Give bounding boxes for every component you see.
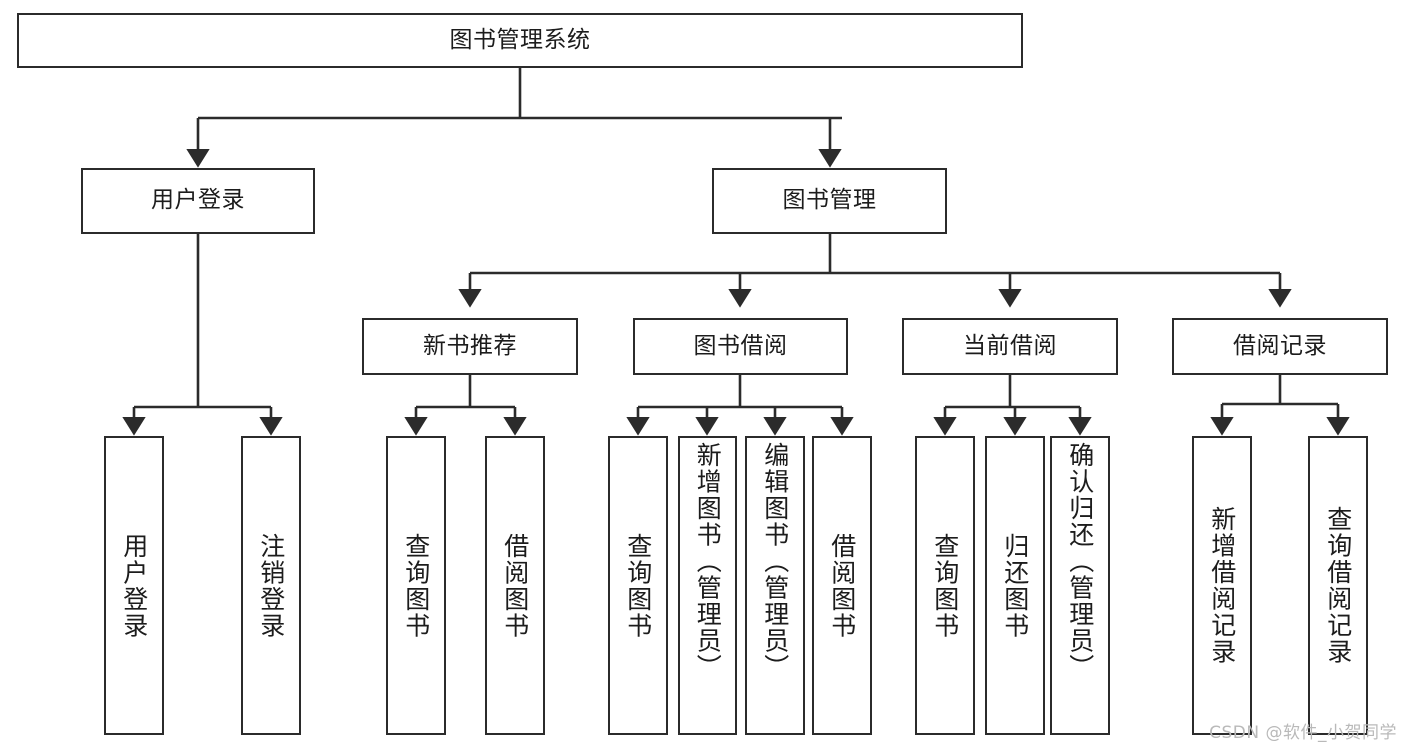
node-leaf-add-book[interactable]: 新增图书（管理员）: [678, 436, 737, 735]
node-leaf-query-book-3-label: 查询图书: [930, 532, 960, 639]
node-borrow-record-label: 借阅记录: [1233, 332, 1327, 359]
node-leaf-logout-label: 注销登录: [256, 532, 286, 639]
node-book-manage[interactable]: 图书管理: [712, 168, 947, 234]
node-current-borrow-label: 当前借阅: [963, 332, 1057, 359]
node-user-login-label: 用户登录: [151, 187, 245, 214]
node-leaf-query-book-1-label: 查询图书: [401, 532, 431, 639]
node-new-book-recommend-label: 新书推荐: [423, 332, 517, 359]
node-root[interactable]: 图书管理系统: [17, 13, 1023, 68]
node-leaf-user-login[interactable]: 用户登录: [104, 436, 164, 735]
node-leaf-borrow-book-1[interactable]: 借阅图书: [485, 436, 545, 735]
node-leaf-query-book-2-label: 查询图书: [623, 532, 653, 639]
watermark-text: CSDN @软件_小贺同学: [1209, 723, 1397, 743]
node-current-borrow[interactable]: 当前借阅: [902, 318, 1118, 375]
node-leaf-borrow-book-2[interactable]: 借阅图书: [812, 436, 872, 735]
node-leaf-query-book-3[interactable]: 查询图书: [915, 436, 975, 735]
node-leaf-confirm-return[interactable]: 确认归还（管理员）: [1050, 436, 1110, 735]
node-user-login[interactable]: 用户登录: [81, 168, 315, 234]
node-leaf-return-book-label: 归还图书: [1000, 532, 1030, 639]
node-borrow-record[interactable]: 借阅记录: [1172, 318, 1388, 375]
node-leaf-confirm-return-label: 确认归还（管理员）: [1065, 442, 1095, 681]
node-leaf-add-record-label: 新增借阅记录: [1207, 506, 1237, 665]
node-leaf-query-record-label: 查询借阅记录: [1323, 506, 1353, 665]
node-leaf-logout[interactable]: 注销登录: [241, 436, 301, 735]
node-new-book-recommend[interactable]: 新书推荐: [362, 318, 578, 375]
node-book-borrow[interactable]: 图书借阅: [633, 318, 848, 375]
node-root-label: 图书管理系统: [449, 26, 591, 53]
node-leaf-return-book[interactable]: 归还图书: [985, 436, 1045, 735]
node-leaf-add-book-label: 新增图书（管理员）: [693, 442, 723, 681]
node-leaf-query-book-1[interactable]: 查询图书: [386, 436, 446, 735]
node-leaf-query-book-2[interactable]: 查询图书: [608, 436, 668, 735]
node-leaf-borrow-book-1-label: 借阅图书: [500, 532, 530, 639]
node-leaf-edit-book-label: 编辑图书（管理员）: [760, 442, 790, 681]
node-book-manage-label: 图书管理: [782, 187, 877, 214]
node-leaf-edit-book[interactable]: 编辑图书（管理员）: [745, 436, 805, 735]
node-leaf-user-login-label: 用户登录: [119, 532, 149, 639]
node-leaf-borrow-book-2-label: 借阅图书: [827, 532, 857, 639]
node-leaf-add-record[interactable]: 新增借阅记录: [1192, 436, 1252, 735]
node-book-borrow-label: 图书借阅: [693, 332, 788, 359]
node-leaf-query-record[interactable]: 查询借阅记录: [1308, 436, 1368, 735]
